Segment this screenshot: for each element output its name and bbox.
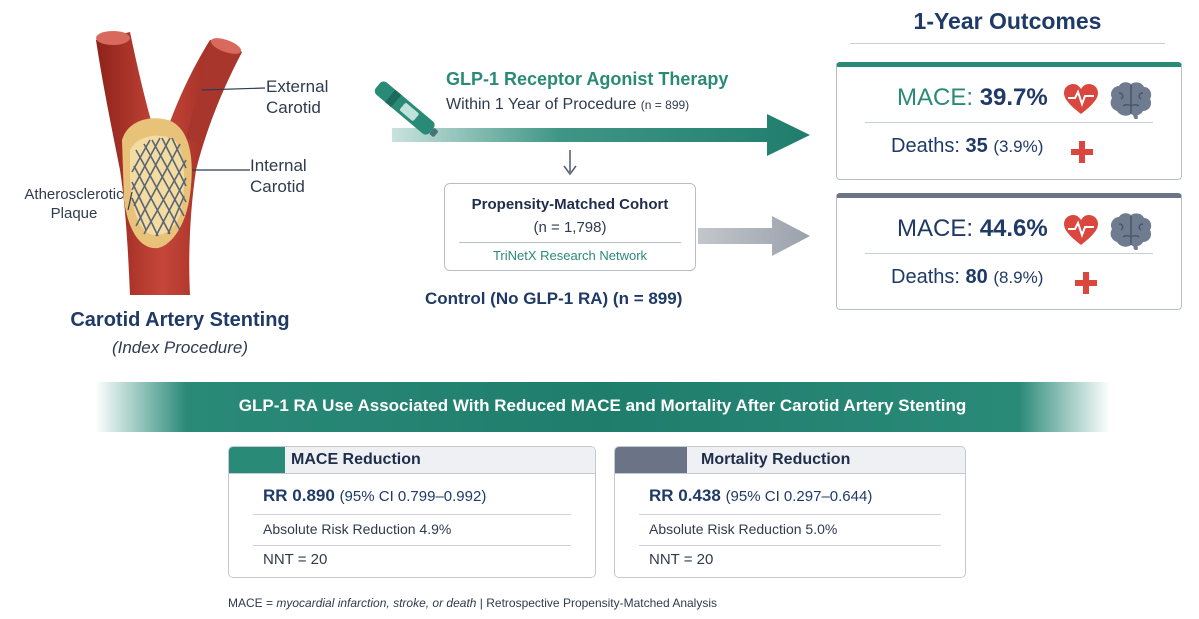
glp1-deaths-key: Deaths: <box>891 135 960 157</box>
glp1-mace: MACE: 39.7% <box>897 84 1048 112</box>
control-label: Control (No GLP-1 RA) (n = 899) <box>425 289 683 308</box>
heart-ecg-icon <box>1064 84 1098 114</box>
mortality-rr-value: RR 0.438 <box>649 486 721 505</box>
internal-carotid-label: Internal Carotid <box>250 156 307 196</box>
mace-card-accent <box>229 447 285 473</box>
medical-cross-icon <box>1075 272 1097 294</box>
banner-text: GLP-1 RA Use Associated With Reduced MAC… <box>238 396 967 415</box>
glp1-deaths: Deaths: 35 (3.9%) <box>891 135 1043 158</box>
control-mace: MACE: 44.6% <box>897 215 1048 243</box>
mortality-ci: (95% CI 0.297–0.644) <box>725 488 873 505</box>
brain-icon <box>1110 82 1152 119</box>
therapy-arrow <box>392 114 810 156</box>
footnote: MACE = myocardial infarction, stroke, or… <box>228 596 717 610</box>
mace-nnt: NNT = 20 <box>263 551 328 568</box>
mortality-card-accent <box>615 447 687 473</box>
control-mace-key: MACE: <box>897 215 974 242</box>
glp1-outcome-box: MACE: 39.7% Deaths: 35 (3.9%) <box>836 62 1182 180</box>
mortality-nnt: NNT = 20 <box>649 551 714 568</box>
mace-rr-value: RR 0.890 <box>263 486 335 505</box>
control-deaths-pct: (8.9%) <box>993 268 1044 287</box>
down-arrow-icon <box>563 150 577 176</box>
mace-ci: (95% CI 0.799–0.992) <box>339 488 487 505</box>
therapy-window: Within 1 Year of Procedure <box>446 96 637 113</box>
external-carotid-label: External Carotid <box>266 77 329 117</box>
mortality-rr: RR 0.438 (95% CI 0.297–0.644) <box>649 486 872 506</box>
control-deaths-value: 80 <box>965 266 988 288</box>
glp1-box-divider <box>865 122 1153 123</box>
heart-ecg-icon <box>1064 215 1098 245</box>
cohort-title: Propensity-Matched Cohort <box>471 196 669 213</box>
brain-icon <box>1110 213 1152 250</box>
cohort-n: (n = 1,798) <box>533 219 607 236</box>
control-box-divider <box>865 253 1153 254</box>
control-arrow <box>698 216 810 256</box>
mortality-card-divider-2 <box>639 545 941 546</box>
cohort-network: TriNetX Research Network <box>492 248 648 263</box>
control-mace-value: 44.6% <box>979 215 1048 242</box>
outcomes-title: 1-Year Outcomes <box>913 8 1102 34</box>
mortality-arr: Absolute Risk Reduction 5.0% <box>649 521 838 537</box>
mace-rr: RR 0.890 (95% CI 0.799–0.992) <box>263 486 486 506</box>
mace-arr: Absolute Risk Reduction 4.9% <box>263 521 452 537</box>
glp1-deaths-pct: (3.9%) <box>993 137 1044 156</box>
glp1-mace-key: MACE: <box>897 84 974 111</box>
outcomes-divider <box>850 43 1165 44</box>
control-deaths-key: Deaths: <box>891 266 960 288</box>
cohort-divider <box>459 242 681 243</box>
medical-cross-icon <box>1071 141 1093 163</box>
plaque-label: Atherosclerotic Plaque <box>24 186 124 222</box>
procedure-title: Carotid Artery Stenting <box>70 309 290 331</box>
glp1-mace-value: 39.7% <box>979 84 1048 111</box>
mace-reduction-card: MACE Reduction RR 0.890 (95% CI 0.799–0.… <box>228 446 596 578</box>
mortality-card-title: Mortality Reduction <box>701 451 851 468</box>
mace-card-divider <box>253 514 571 515</box>
mace-card-title: MACE Reduction <box>291 451 421 468</box>
mace-card-divider-2 <box>253 545 571 546</box>
cohort-box: Propensity-Matched Cohort (n = 1,798) Tr… <box>444 183 696 271</box>
mortality-reduction-card: Mortality Reduction RR 0.438 (95% CI 0.2… <box>614 446 966 578</box>
footnote-definition: myocardial infarction, stroke, or death <box>276 596 477 610</box>
therapy-title: GLP-1 Receptor Agonist Therapy <box>446 69 729 89</box>
therapy-subtitle: Within 1 Year of Procedure (n = 899) <box>446 96 689 114</box>
procedure-subtitle: (Index Procedure) <box>111 338 249 357</box>
control-deaths: Deaths: 80 (8.9%) <box>891 266 1043 289</box>
mortality-card-header: Mortality Reduction <box>615 447 965 474</box>
carotid-artery-illustration <box>96 31 266 295</box>
mortality-card-divider <box>639 514 941 515</box>
control-outcome-box: MACE: 44.6% Deaths: 80 (8.9%) <box>836 193 1182 310</box>
footnote-prefix: MACE = <box>228 596 277 610</box>
mace-card-header: MACE Reduction <box>229 447 595 474</box>
therapy-n: (n = 899) <box>640 98 690 112</box>
footnote-suffix: | Retrospective Propensity-Matched Analy… <box>476 596 718 610</box>
glp1-deaths-value: 35 <box>965 135 988 157</box>
conclusion-banner: GLP-1 RA Use Associated With Reduced MAC… <box>95 382 1110 432</box>
